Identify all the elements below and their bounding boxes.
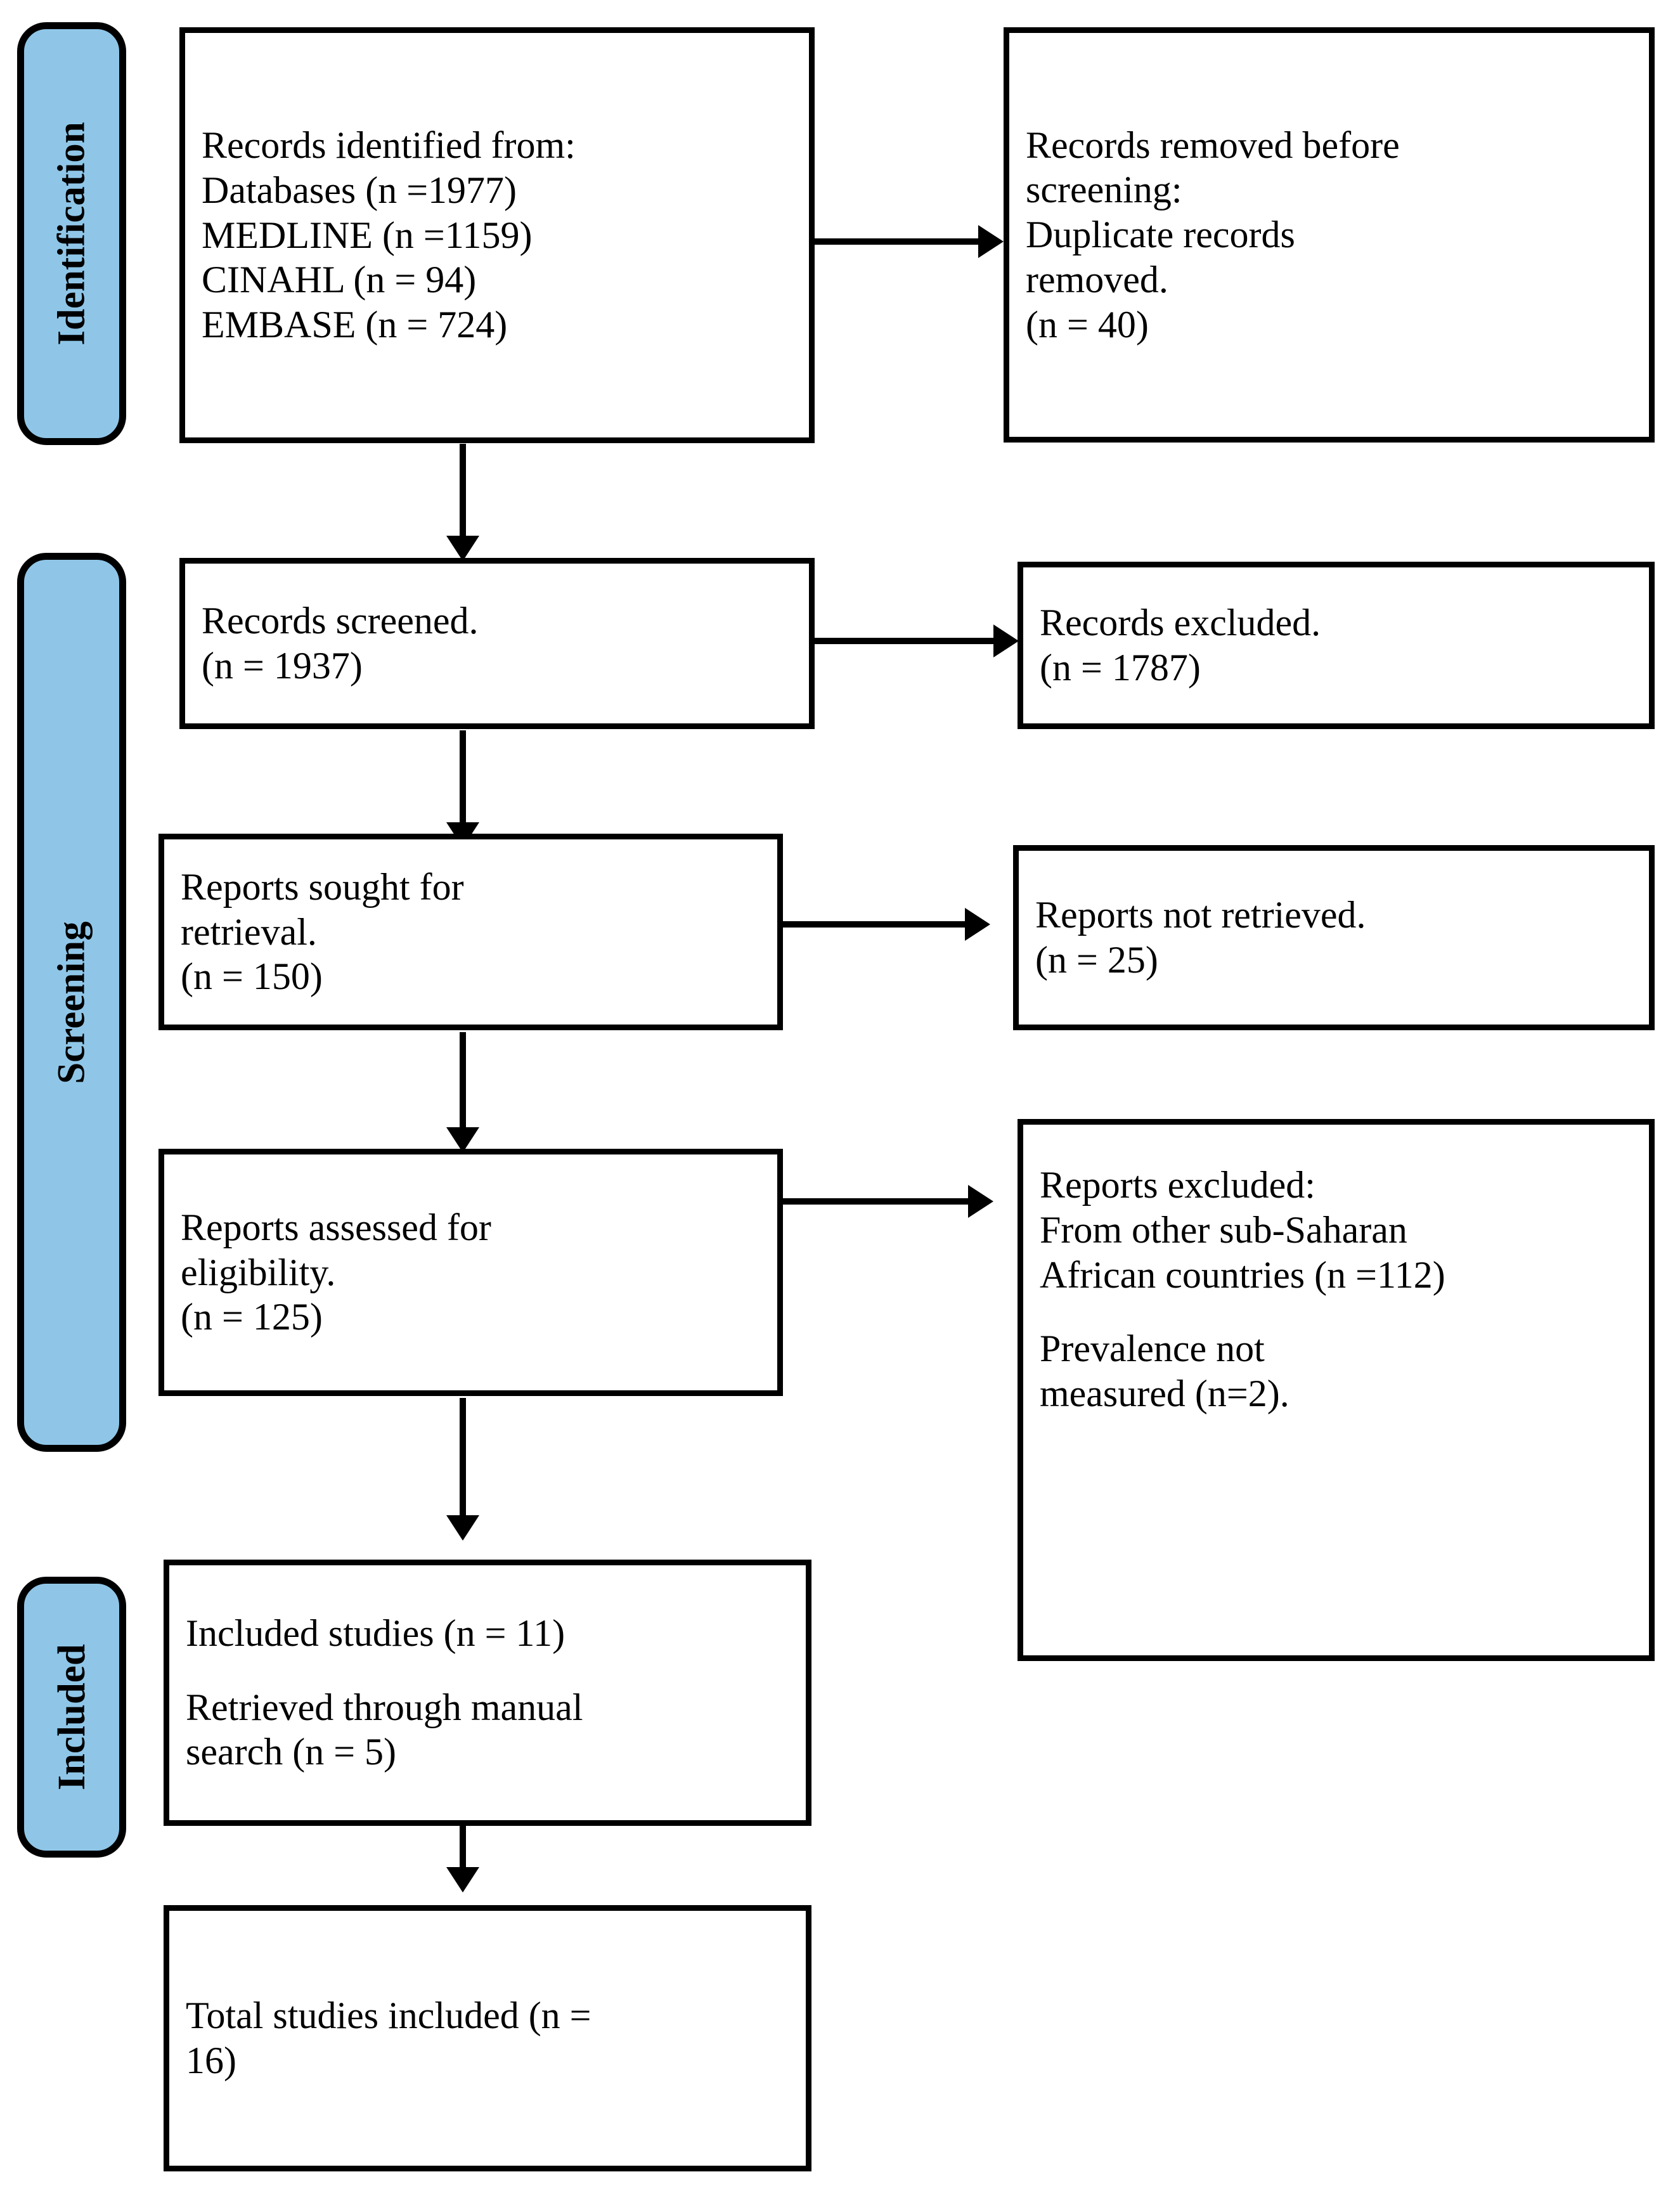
reports-excluded-reason-1: Reports excluded: From other sub-Saharan… [1040,1164,1445,1296]
connector-included-to-total-line [460,1825,466,1870]
connector-assessed-to-excluded-arrowhead [968,1185,993,1218]
connector-identified-to-screened-arrowhead [446,536,479,561]
reports-assessed-text: Reports assessed for eligibility. (n = 1… [181,1206,491,1338]
stage-label-screening: Screening [50,921,93,1084]
connector-sought-to-not-retrieved-arrowhead [965,908,990,941]
records-removed-text: Records removed before screening: Duplic… [1026,124,1400,346]
connector-assessed-to-included-arrowhead [446,1515,479,1541]
reports-sought-text: Reports sought for retrieval. (n = 150) [181,865,464,998]
box-records-excluded: Records excluded. (n = 1787) [1018,562,1655,729]
reports-excluded-reason-2: Prevalence not measured (n=2). [1040,1328,1289,1415]
connector-sought-to-assessed-arrowhead [446,1127,479,1153]
stage-pill-included: Included [17,1577,126,1858]
box-records-screened: Records screened. (n = 1937) [179,558,815,729]
records-excluded-text: Records excluded. (n = 1787) [1040,602,1321,689]
connector-included-to-total-arrowhead [446,1867,479,1892]
box-reports-sought: Reports sought for retrieval. (n = 150) [158,834,783,1030]
connector-screened-to-excluded-line [815,638,995,644]
box-included-studies: Included studies (n = 11) Retrieved thro… [164,1560,811,1826]
box-reports-excluded-detail: Reports excluded: From other sub-Saharan… [1018,1119,1655,1661]
connector-assessed-to-excluded-line [783,1198,970,1205]
stage-pill-identification: Identification [17,22,126,445]
connector-assessed-to-included-line [460,1398,466,1522]
total-studies-included-text: Total studies included (n = 16) [186,1995,591,2081]
box-records-identified: Records identified from: Databases (n =1… [179,27,815,443]
stage-label-identification: Identification [50,122,93,346]
connector-sought-to-not-retrieved-line [783,921,967,928]
connector-sought-to-assessed-line [460,1032,466,1134]
box-total-studies-included: Total studies included (n = 16) [164,1905,811,2171]
connector-identified-to-removed-arrowhead [978,225,1004,258]
included-studies-manual-search-text: Retrieved through manual search (n = 5) [186,1686,583,1773]
connector-identified-to-removed-line [815,238,979,245]
records-identified-text: Records identified from: Databases (n =1… [202,124,576,346]
connector-screened-to-sought-line [460,730,466,829]
stage-label-included: Included [50,1644,93,1790]
connector-screened-to-excluded-arrowhead [993,624,1019,657]
connector-identified-to-screened-line [460,444,466,542]
box-reports-not-retrieved: Reports not retrieved. (n = 25) [1013,845,1655,1030]
box-reports-assessed: Reports assessed for eligibility. (n = 1… [158,1149,783,1396]
records-screened-text: Records screened. (n = 1937) [202,600,479,687]
stage-pill-screening: Screening [17,553,126,1452]
included-studies-text: Included studies (n = 11) [186,1612,565,1654]
reports-not-retrieved-text: Reports not retrieved. (n = 25) [1035,894,1366,981]
box-records-removed: Records removed before screening: Duplic… [1004,27,1655,443]
